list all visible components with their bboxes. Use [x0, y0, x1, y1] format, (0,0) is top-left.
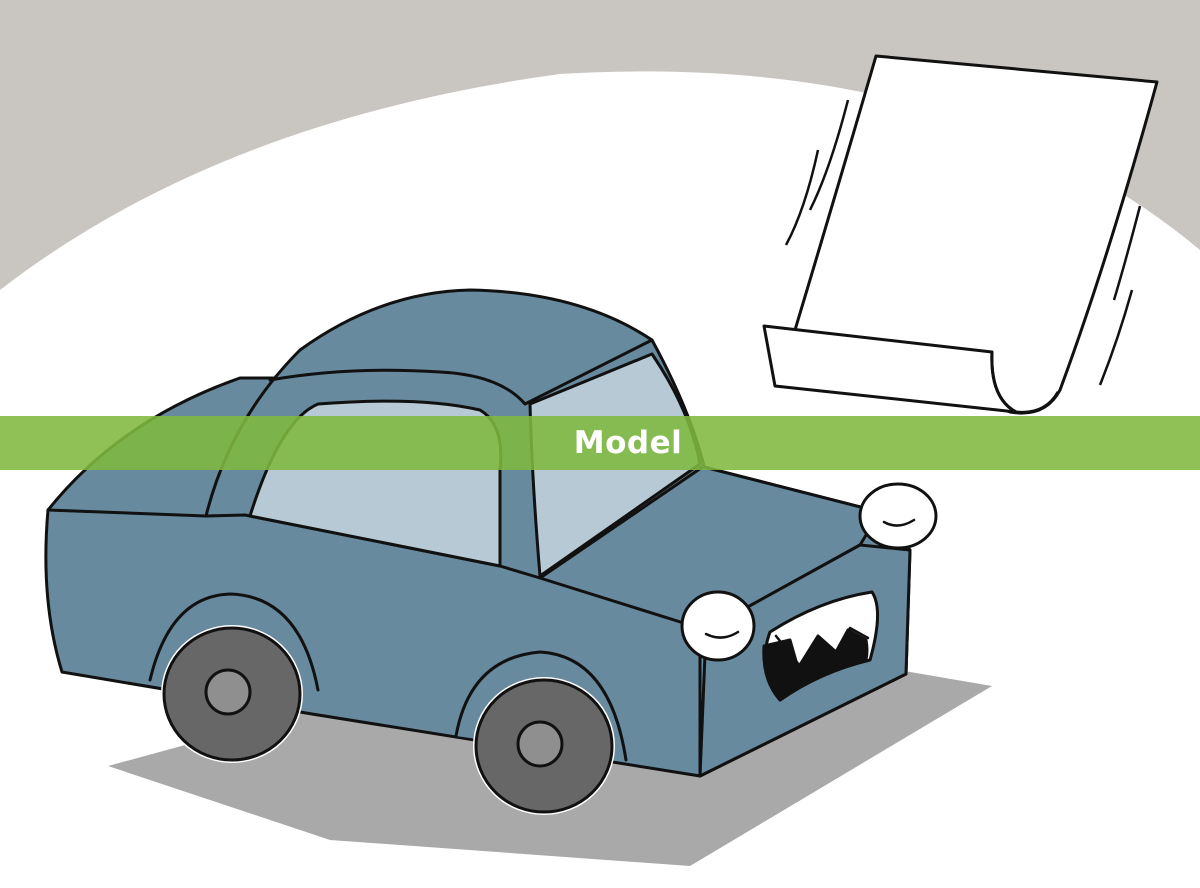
paper-sheet	[762, 54, 1159, 415]
grill-mouth	[762, 590, 880, 702]
headlight-eye-right	[858, 482, 938, 550]
rear-wheel	[161, 625, 303, 763]
headlight-eye-left	[680, 590, 756, 662]
front-wheel	[473, 677, 615, 815]
banner-label: Model	[573, 425, 683, 461]
model-banner: Model	[0, 416, 1200, 470]
